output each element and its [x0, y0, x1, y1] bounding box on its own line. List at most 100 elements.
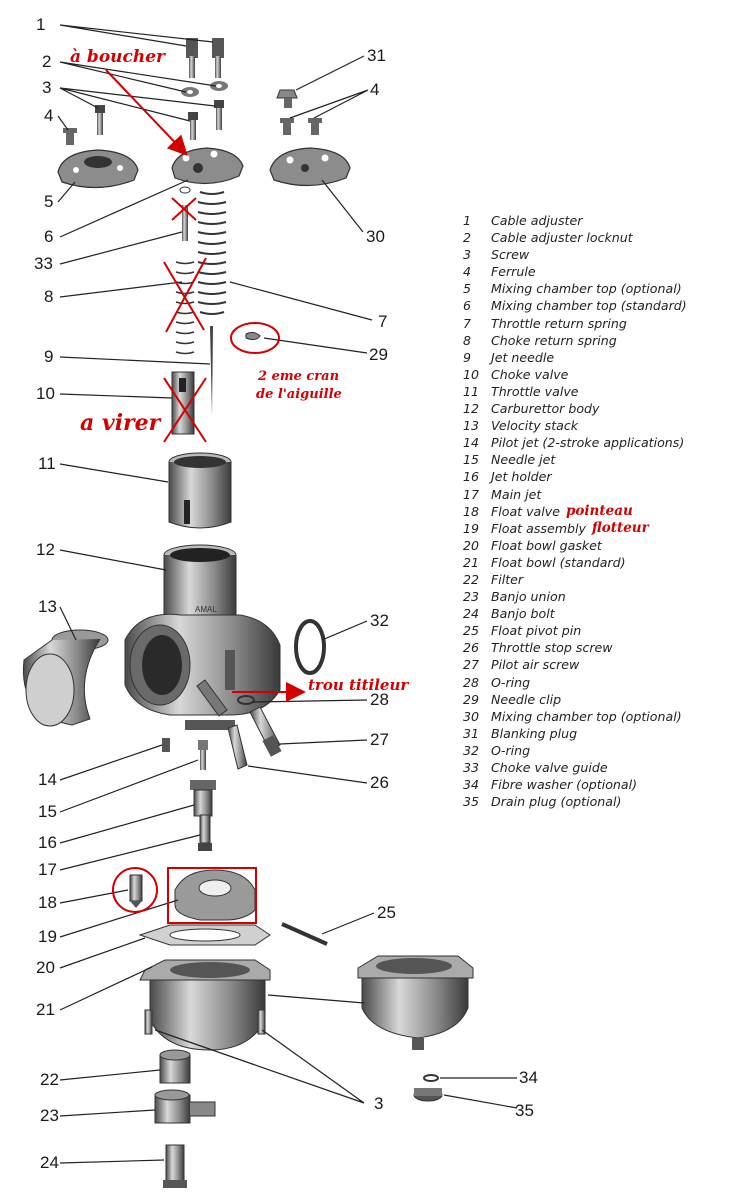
part-float-bowl-gasket [138, 924, 271, 946]
part-ferrules-left [63, 128, 77, 145]
legend-number: 14 [463, 435, 480, 451]
legend-row: 22 Filter [463, 571, 743, 588]
legend-number: 28 [463, 674, 480, 690]
legend-number: 11 [463, 383, 480, 399]
callout-5: 5 [44, 192, 53, 211]
part-pilot-jet [162, 738, 170, 752]
legend-number: 26 [463, 640, 480, 656]
part-carburettor-body: AMAL [124, 544, 281, 730]
legend-label: Float bowl gasket [491, 537, 602, 553]
legend-number: 18 [463, 503, 480, 519]
callout-28: 28 [370, 690, 389, 709]
legend-number: 5 [463, 281, 472, 297]
legend-number: 6 [463, 298, 472, 314]
callout-8: 8 [44, 287, 53, 306]
legend-label: Drain plug (optional) [491, 794, 622, 810]
annotation-trou-titileur: trou titileur [308, 676, 409, 694]
legend-label: Throttle stop screw [491, 640, 613, 656]
callout-16: 16 [38, 833, 57, 852]
callout-19: 19 [38, 927, 57, 946]
legend-label: Cable adjuster locknut [491, 230, 633, 246]
part-choke-return-spring [175, 261, 195, 355]
legend-label: Mixing chamber top (standard) [491, 298, 687, 314]
callout-11: 11 [38, 454, 56, 473]
part-needle-clip [245, 331, 261, 341]
part-cable-adjusters [186, 38, 224, 78]
part-jet-holder [190, 780, 216, 817]
part-screws-top [95, 100, 224, 140]
legend-row: 31 Blanking plug [463, 725, 743, 742]
legend-number: 33 [463, 760, 480, 775]
legend-number: 3 [463, 247, 472, 263]
callout-2: 2 [42, 52, 51, 71]
legend-row: 11 Throttle valve [463, 383, 743, 400]
callout-6: 6 [44, 227, 53, 246]
legend-number: 7 [463, 315, 472, 331]
legend-number: 13 [463, 418, 480, 434]
legend-label: Needle jet [491, 452, 556, 468]
callout-35: 35 [515, 1101, 534, 1120]
legend-number: 30 [463, 708, 480, 724]
legend-label: Float valve [491, 503, 560, 519]
part-o-ring-28 [237, 695, 255, 705]
red-annotations: à boucher a virer 2 eme cran de l'aiguil… [70, 47, 409, 924]
legend-label: Mixing chamber top (optional) [491, 708, 682, 724]
circle-float-valve [112, 867, 158, 913]
part-mixing-chamber-top-30 [269, 147, 351, 187]
callout-3-bottom: 3 [374, 1094, 383, 1113]
part-pilot-air-screw [249, 706, 282, 757]
legend-number: 22 [463, 571, 480, 587]
legend-label: Choke return spring [491, 332, 617, 348]
legend-number: 2 [463, 230, 472, 246]
annotation-arrow-boucher [105, 69, 188, 156]
annotation-a-virer: a virer [80, 410, 162, 436]
leader-lines [57, 24, 518, 1164]
legend-label: Jet holder [491, 469, 552, 485]
legend-number: 31 [463, 725, 480, 741]
legend-label: Blanking plug [491, 725, 578, 741]
part-mixing-chamber-top-5 [57, 149, 139, 189]
legend-label: Choke valve [491, 366, 569, 382]
legend-row: 6 Mixing chamber top (standard) [463, 297, 743, 314]
callout-30: 30 [366, 227, 385, 246]
legend-label: Filter [491, 571, 524, 587]
legend-label: Throttle valve [491, 383, 579, 399]
callout-24: 24 [40, 1153, 59, 1172]
legend-number: 4 [463, 264, 472, 280]
callout-22: 22 [40, 1070, 59, 1089]
legend-number: 9 [463, 349, 472, 365]
part-o-ring-32 [294, 619, 326, 675]
callout-17: 17 [38, 860, 57, 879]
cross-choke-guide [171, 197, 197, 221]
callout-9: 9 [44, 347, 53, 366]
legend-row: 2 Cable adjuster locknut [463, 229, 743, 246]
callout-numbers: 1 2 3 4 5 6 33 8 9 10 11 12 13 14 15 16 … [34, 15, 538, 1172]
legend-number: 12 [463, 401, 480, 417]
callout-15: 15 [38, 802, 57, 821]
callout-29: 29 [369, 345, 388, 364]
callout-21: 21 [36, 1000, 55, 1019]
callout-32: 32 [370, 611, 389, 630]
callout-18: 18 [38, 893, 57, 912]
part-float-valve [129, 874, 143, 908]
cross-choke-spring [163, 257, 207, 333]
part-fibre-washer [423, 1074, 439, 1082]
part-ferrules-right [280, 118, 322, 135]
callout-4-right: 4 [370, 80, 379, 99]
part-filter [159, 1049, 191, 1084]
legend-annotation-pointeau: pointeau [565, 502, 633, 519]
